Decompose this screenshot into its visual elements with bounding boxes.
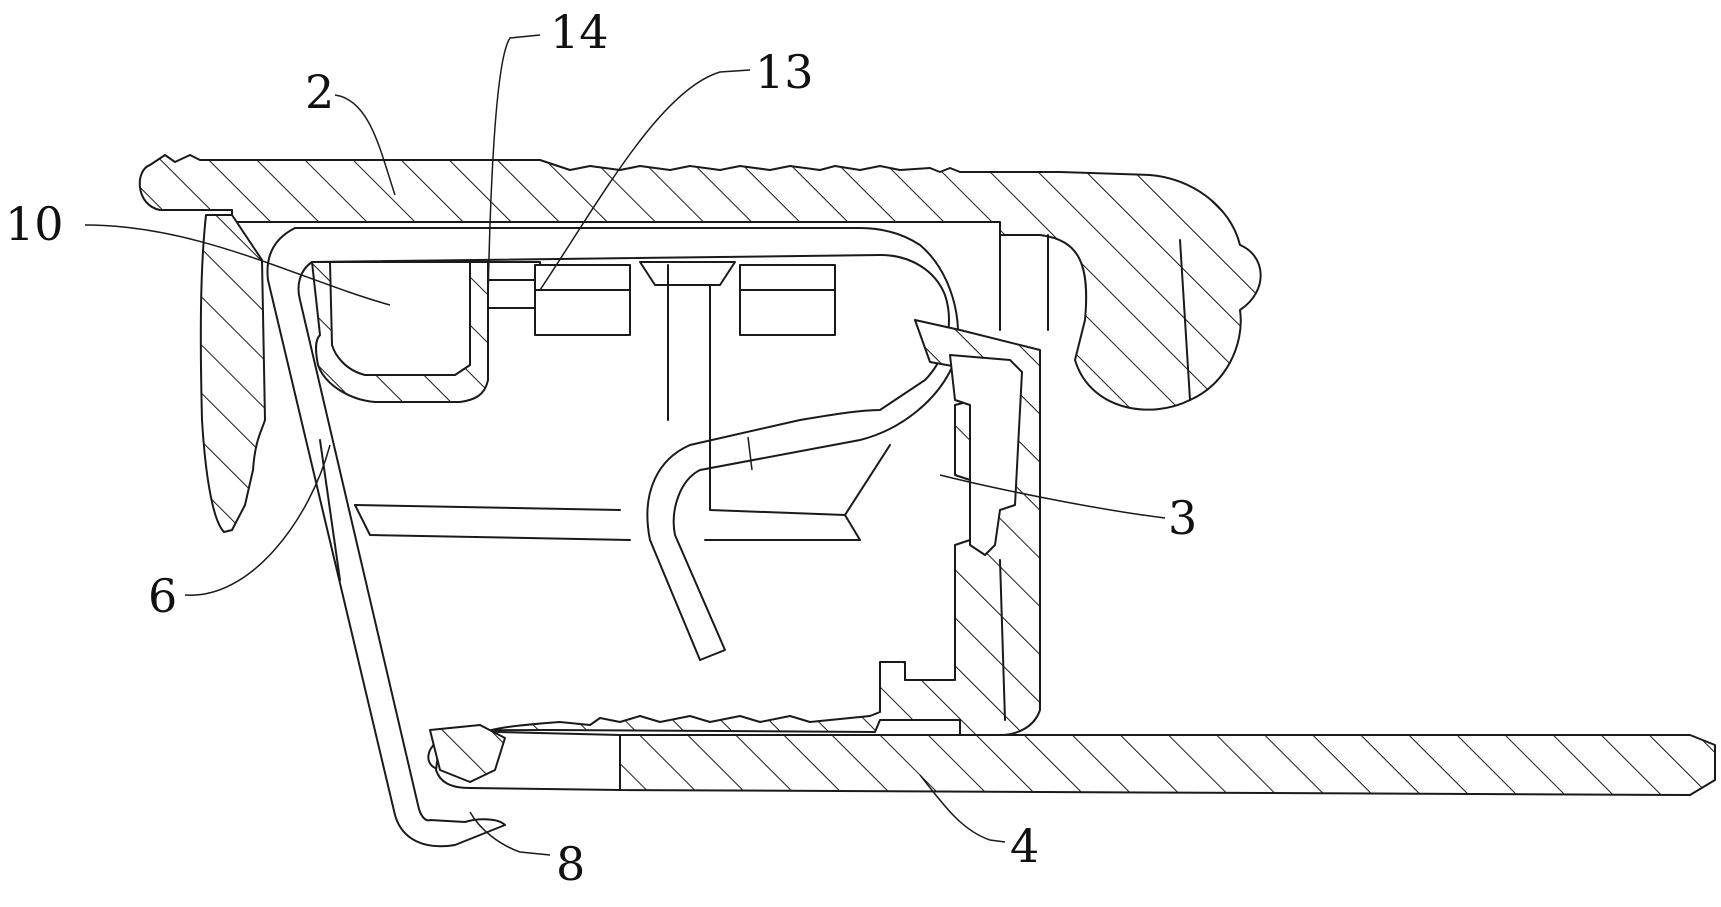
label-10: 10: [5, 197, 64, 251]
left-clip-arm: [199, 214, 266, 533]
leader-lines: [84, 34, 1166, 856]
contact-blocks-part-13-14: [487, 261, 836, 336]
label-14: 14: [550, 5, 609, 59]
label-6: 6: [148, 569, 177, 623]
leader-6: [184, 444, 331, 596]
reference-labels: 2 14 13 10 6 3 8 4: [5, 5, 1197, 891]
leader-14: [487, 34, 541, 301]
right-housing-part-3: [427, 319, 1041, 771]
label-3: 3: [1168, 491, 1197, 545]
leader-13: [539, 69, 751, 291]
leader-8: [469, 811, 551, 856]
leader-3: [939, 474, 1166, 519]
base-plate-part-4: [429, 724, 1716, 796]
block-part-10: [311, 261, 489, 403]
label-2: 2: [305, 65, 334, 119]
leader-4: [919, 774, 1006, 843]
top-housing-part-2: [138, 154, 1262, 411]
label-8: 8: [556, 837, 585, 891]
leader-2: [334, 94, 396, 196]
internal-frame-lines: [354, 264, 891, 541]
label-13: 13: [755, 45, 814, 99]
label-4: 4: [1010, 819, 1039, 873]
leader-10: [84, 224, 391, 306]
